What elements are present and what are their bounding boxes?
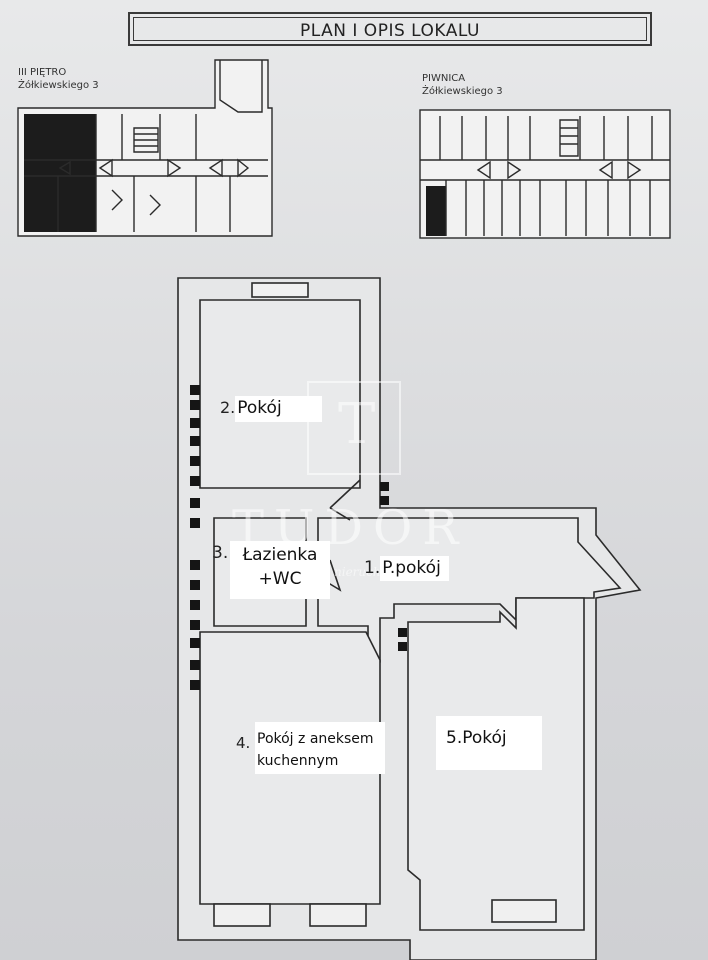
watermark-monogram: T [338,392,376,457]
room-5-name: Pokój [462,728,507,748]
room-5-label: 5.Pokój [436,716,542,770]
room-3-name-line2: +WC [258,569,302,589]
title-frame: PLAN I OPIS LOKALU [128,12,652,46]
page-title: PLAN I OPIS LOKALU [300,21,480,41]
room-3-name-line1: Łazienka [242,545,318,565]
chimney-flues [190,385,407,690]
room-2-label: 2.Pokój [220,396,322,422]
room-4-name-line1: Pokój z aneksem [257,731,374,747]
room-2-name: Pokój [235,396,322,422]
room-4-number: 4. [236,734,251,752]
room-1-number: 1. [364,558,381,578]
room-3-number: 3. [212,543,229,563]
room-5-number: 5. [446,728,463,748]
room-2-number: 2. [220,398,236,417]
watermark-frame [307,381,401,475]
room-1-label: 1.P.pokój [364,556,449,581]
left-thumb-floor: III PIĘTRO [18,67,67,78]
floor-thumbnail-right [419,109,671,239]
right-thumb-caption: PIWNICA Żółkiewskiego 3 [422,72,503,98]
right-thumb-floor: PIWNICA [422,73,466,84]
right-thumb-address: Żółkiewskiego 3 [422,86,503,97]
floor-thumbnail-left [17,59,273,237]
main-apartment-plan [177,277,642,960]
highlighted-unit-right [426,186,446,236]
left-thumb-caption: III PIĘTRO Żółkiewskiego 3 [18,66,99,92]
highlighted-unit-left [24,114,96,232]
left-thumb-address: Żółkiewskiego 3 [18,80,99,91]
room-1-name: P.pokój [380,556,449,581]
room-4-name-line2: kuchennym [257,753,339,769]
